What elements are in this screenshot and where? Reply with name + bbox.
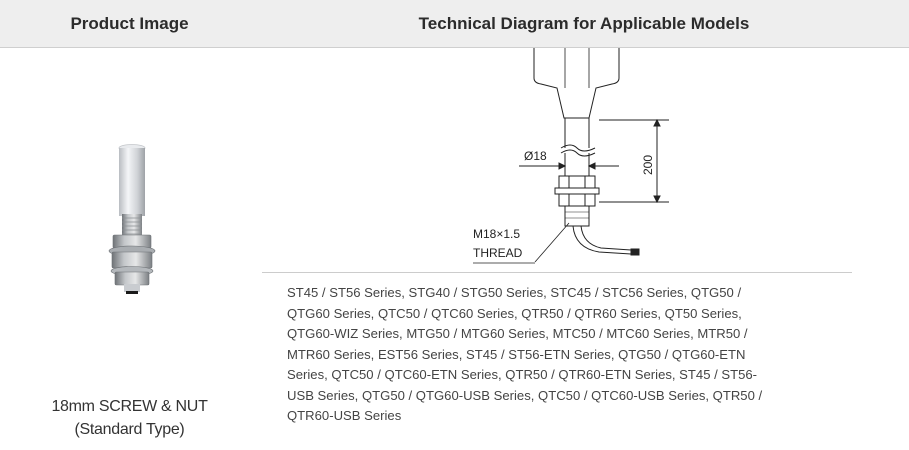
applicable-models-text: ST45 / ST56 Series, STG40 / STG50 Series… xyxy=(287,283,877,427)
models-line: Series, QTC50 / QTC60-ETN Series, QTR50 … xyxy=(287,367,758,382)
product-name: 18mm SCREW & NUT (Standard Type) xyxy=(51,398,208,438)
table-header: Product Image Technical Diagram for Appl… xyxy=(0,0,909,48)
models-line: ST45 / ST56 Series, STG40 / STG50 Series… xyxy=(287,285,742,300)
thread-label-line1: M18×1.5 xyxy=(473,227,520,241)
technical-diagram: Ø18 200 M18×1.5 THREAD xyxy=(473,48,669,264)
models-line: QTG60-WIZ Series, MTG50 / MTG60 Series, … xyxy=(287,326,748,341)
diameter-label: Ø18 xyxy=(524,149,547,163)
models-line: QTG60 Series, QTC50 / QTC60 Series, QTR5… xyxy=(287,305,742,321)
sensor-product-image xyxy=(108,144,156,294)
thread-label-line2: THREAD xyxy=(473,246,523,260)
header-product-image: Product Image xyxy=(70,14,189,33)
models-line: QTR60-USB Series xyxy=(287,408,402,423)
product-cell: 18mm SCREW & NUT (Standard Type) xyxy=(0,48,259,450)
models-line: MTR60 Series, EST56 Series, ST45 / ST56-… xyxy=(287,346,746,362)
length-label: 200 xyxy=(641,155,655,175)
section-divider xyxy=(262,272,852,273)
models-line: USB Series, QTG50 / QTG60-USB Series, QT… xyxy=(287,387,763,403)
header-technical-diagram: Technical Diagram for Applicable Models xyxy=(418,14,750,33)
